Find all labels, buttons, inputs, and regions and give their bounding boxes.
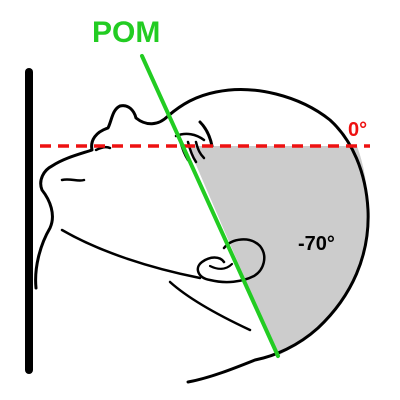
neck-line — [168, 280, 252, 332]
angle-value-label: -70° — [298, 233, 335, 255]
mouth-stroke — [60, 178, 86, 182]
ear-outline — [196, 238, 266, 284]
eyebrow-stroke — [198, 120, 214, 148]
head-outline — [34, 88, 370, 384]
pom-line — [140, 54, 280, 358]
zero-degree-label: 0° — [348, 119, 367, 141]
shaded-angle-region — [188, 146, 368, 356]
pom-label: POM — [92, 16, 160, 49]
jaw-line — [60, 228, 202, 280]
ear-inner — [208, 262, 234, 270]
